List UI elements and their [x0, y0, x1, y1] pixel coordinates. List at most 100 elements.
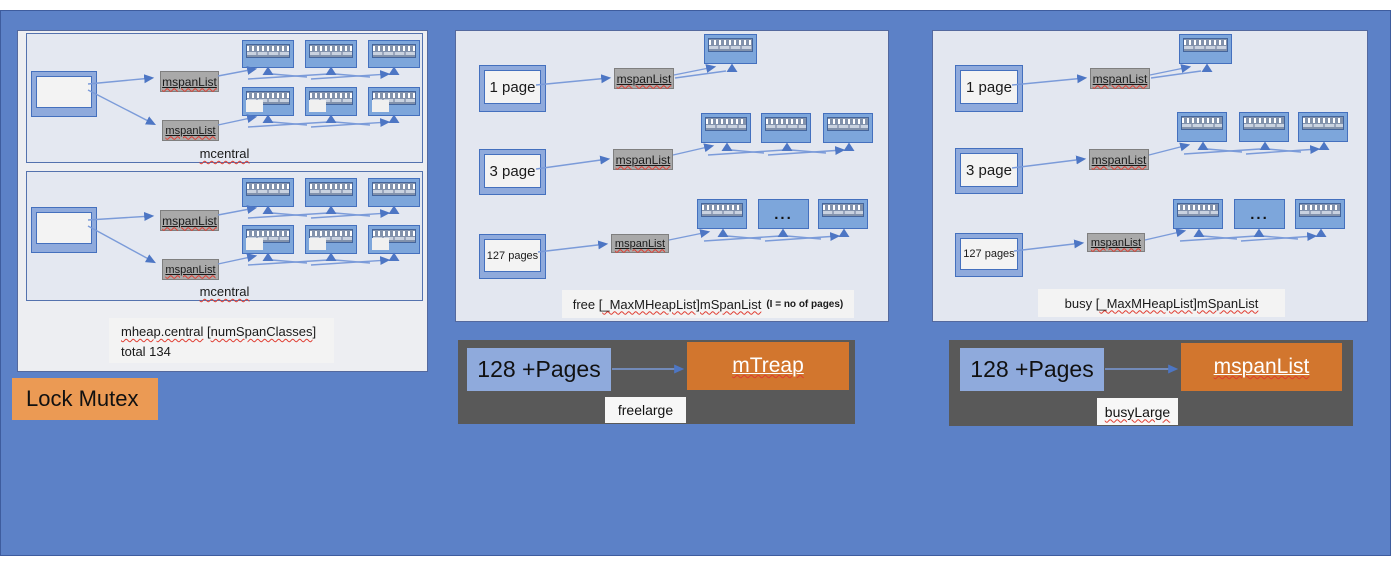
bitmap-strip: [309, 182, 353, 196]
alloc-marker: [246, 238, 263, 250]
bitmap-strip: [246, 182, 290, 196]
mspan-box: [368, 87, 420, 116]
mspanlist-label: mspanList: [1090, 236, 1142, 249]
mspan-box: [242, 87, 294, 116]
mspan-box: [305, 40, 357, 68]
mspanlist-tag: mspanList: [614, 68, 674, 89]
mcentral-box-1: mspanList mspanList mcentral: [26, 33, 423, 163]
alloc-marker: [372, 238, 389, 250]
freelarge-tag: freelarge: [605, 397, 686, 423]
page-size-label: 127 pages: [960, 238, 1018, 270]
mspan-box: [697, 199, 747, 229]
bitmap-strip: [827, 117, 869, 131]
mspanlist-label: mspanList: [1091, 152, 1147, 167]
bitmap-strip: [309, 44, 353, 58]
page-size-box-1: 1 page: [955, 65, 1023, 112]
mspan-box: [305, 178, 357, 207]
mspanlist-label: mspanList: [615, 152, 671, 167]
lock-mutex-label: Lock Mutex: [26, 386, 139, 411]
ellipsis-box: ...: [1234, 199, 1285, 229]
mcentral-caption: mcentral: [199, 284, 250, 299]
busylarge-tag: busyLarge: [1097, 398, 1178, 425]
pages-128-box: 128 +Pages: [960, 348, 1104, 391]
free-spanlist-panel: 1 page mspanList 3 page mspanList 127 pa…: [455, 30, 889, 322]
bitmap-strip: [372, 182, 416, 196]
alloc-marker: [246, 100, 263, 112]
mspan-box: [368, 178, 420, 207]
bitmap-strip: [1302, 116, 1344, 130]
mspanlist-label: mspanList: [162, 74, 217, 89]
struct-inner: [36, 76, 92, 108]
bitmap-strip: [705, 117, 747, 131]
mspanlist-label: mspanList: [1092, 71, 1148, 86]
bitmap-strip: [708, 38, 753, 52]
bitmap-strip: [1299, 203, 1341, 217]
alloc-marker: [372, 100, 389, 112]
summary-line-2: total 134: [121, 344, 171, 359]
mspanlist-tag: mspanList: [162, 120, 219, 141]
alloc-marker: [309, 238, 326, 250]
bitmap-strip: [1181, 116, 1223, 130]
mspan-box: [305, 87, 357, 116]
busy-caption: busy [_MaxMHeapList]mSpanList: [1038, 289, 1285, 317]
mspanlist-tag: mspanList: [162, 259, 219, 280]
mtreap-box: mTreap: [687, 342, 849, 390]
bitmap-strip: [246, 44, 290, 58]
freelarge-group: 128 +Pages mTreap freelarge: [458, 340, 855, 424]
mspan-box: [242, 40, 294, 68]
page-size-box-3: 3 page: [479, 149, 546, 195]
page-size-label: 3 page: [484, 154, 541, 188]
bitmap-strip: [822, 203, 864, 217]
mspan-box: [368, 225, 420, 254]
mspanlist-tag: mspanList: [613, 149, 673, 170]
busylarge-group: 128 +Pages mspanList busyLarge: [949, 340, 1353, 426]
mspan-box: [704, 34, 757, 64]
page-size-box-3: 3 page: [955, 148, 1023, 194]
mspan-box: [1173, 199, 1223, 229]
bitmap-strip: [765, 117, 807, 131]
page-size-label: 1 page: [960, 70, 1018, 104]
mspanlist-orange-label: mspanList: [1213, 355, 1310, 378]
mspanlist-tag: mspanList: [1089, 149, 1149, 170]
mspan-box: [818, 199, 868, 229]
mspan-box: [1179, 34, 1232, 64]
bitmap-strip: [1183, 38, 1228, 52]
alloc-marker: [309, 100, 326, 112]
summary-line-1: mheap.central [numSpanClasses]: [121, 324, 317, 339]
mspanlist-label: mspanList: [616, 71, 672, 86]
mcentral-caption: mcentral: [199, 146, 250, 161]
pages-128-box: 128 +Pages: [467, 348, 611, 391]
mcentral-box-2: mspanList mspanList mcentral: [26, 171, 423, 301]
mspanlist-tag: mspanList: [160, 71, 219, 92]
page-size-box-1: 1 page: [479, 65, 546, 112]
mspanlist-tag: mspanList: [160, 210, 219, 231]
mspan-box: [242, 225, 294, 254]
mspanlist-label: mspanList: [162, 213, 217, 228]
page-size-box-127: 127 pages: [479, 234, 546, 279]
bitmap-strip: [1177, 203, 1219, 217]
mspanlist-orange-box: mspanList: [1181, 343, 1342, 391]
mspanlist-label: mspanList: [165, 124, 216, 137]
mtreap-label: mTreap: [732, 354, 804, 377]
mspan-box: [1298, 112, 1348, 142]
mspan-box: [368, 40, 420, 68]
mspan-box: [1177, 112, 1227, 142]
busy-spanlist-panel: 1 page mspanList 3 page mspanList 127 pa…: [932, 30, 1368, 322]
page-size-label: 127 pages: [484, 239, 541, 272]
mspanlist-tag: mspanList: [1087, 233, 1145, 252]
mheap-central-panel: mspanList mspanList mcentral mspanList m…: [17, 30, 428, 372]
mspan-box: [1239, 112, 1289, 142]
mspan-box: [1295, 199, 1345, 229]
bitmap-strip: [372, 44, 416, 58]
bitmap-strip: [1243, 116, 1285, 130]
ellipsis-box: ...: [758, 199, 809, 229]
mspan-box: [305, 225, 357, 254]
mspanlist-label: mspanList: [165, 263, 216, 276]
page-size-label: 1 page: [484, 70, 541, 104]
page-size-box-127: 127 pages: [955, 233, 1023, 277]
bitmap-strip: [701, 203, 743, 217]
lock-mutex-box: Lock Mutex: [12, 378, 158, 420]
page-size-label: 3 page: [960, 153, 1018, 187]
mheap-central-summary: mheap.central [numSpanClasses] total 134: [109, 318, 334, 363]
